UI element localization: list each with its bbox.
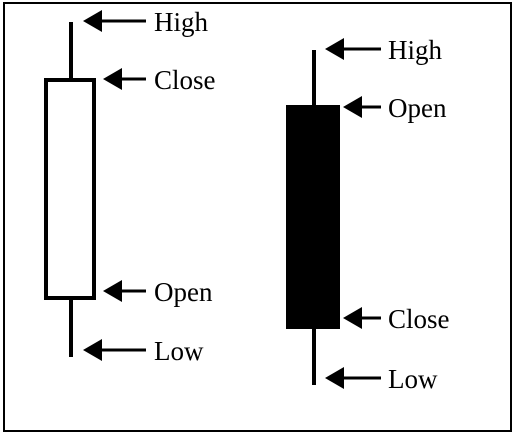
bearish-open-label: Open <box>388 93 447 123</box>
bearish-open-arrow <box>343 96 381 118</box>
diagram-border <box>3 2 512 432</box>
bearish-close-label: Close <box>388 304 450 334</box>
bullish-candle <box>44 22 96 357</box>
bearish-body <box>286 105 340 329</box>
bullish-open-arrow <box>103 280 146 302</box>
bearish-high-arrow <box>325 38 381 60</box>
bearish-candle <box>286 50 340 385</box>
bearish-low-label: Low <box>388 364 438 394</box>
bullish-low-label: Low <box>154 336 204 366</box>
bullish-open-label: Open <box>154 277 213 307</box>
bullish-low-arrow <box>83 339 146 361</box>
bullish-close-arrow <box>103 68 146 90</box>
bullish-high-arrow <box>83 10 146 32</box>
bullish-high-label: High <box>154 7 209 37</box>
bullish-body <box>44 78 96 300</box>
bearish-close-arrow <box>343 307 381 329</box>
bearish-low-arrow <box>325 367 381 389</box>
bullish-close-label: Close <box>154 65 216 95</box>
bearish-high-label: High <box>388 35 443 65</box>
